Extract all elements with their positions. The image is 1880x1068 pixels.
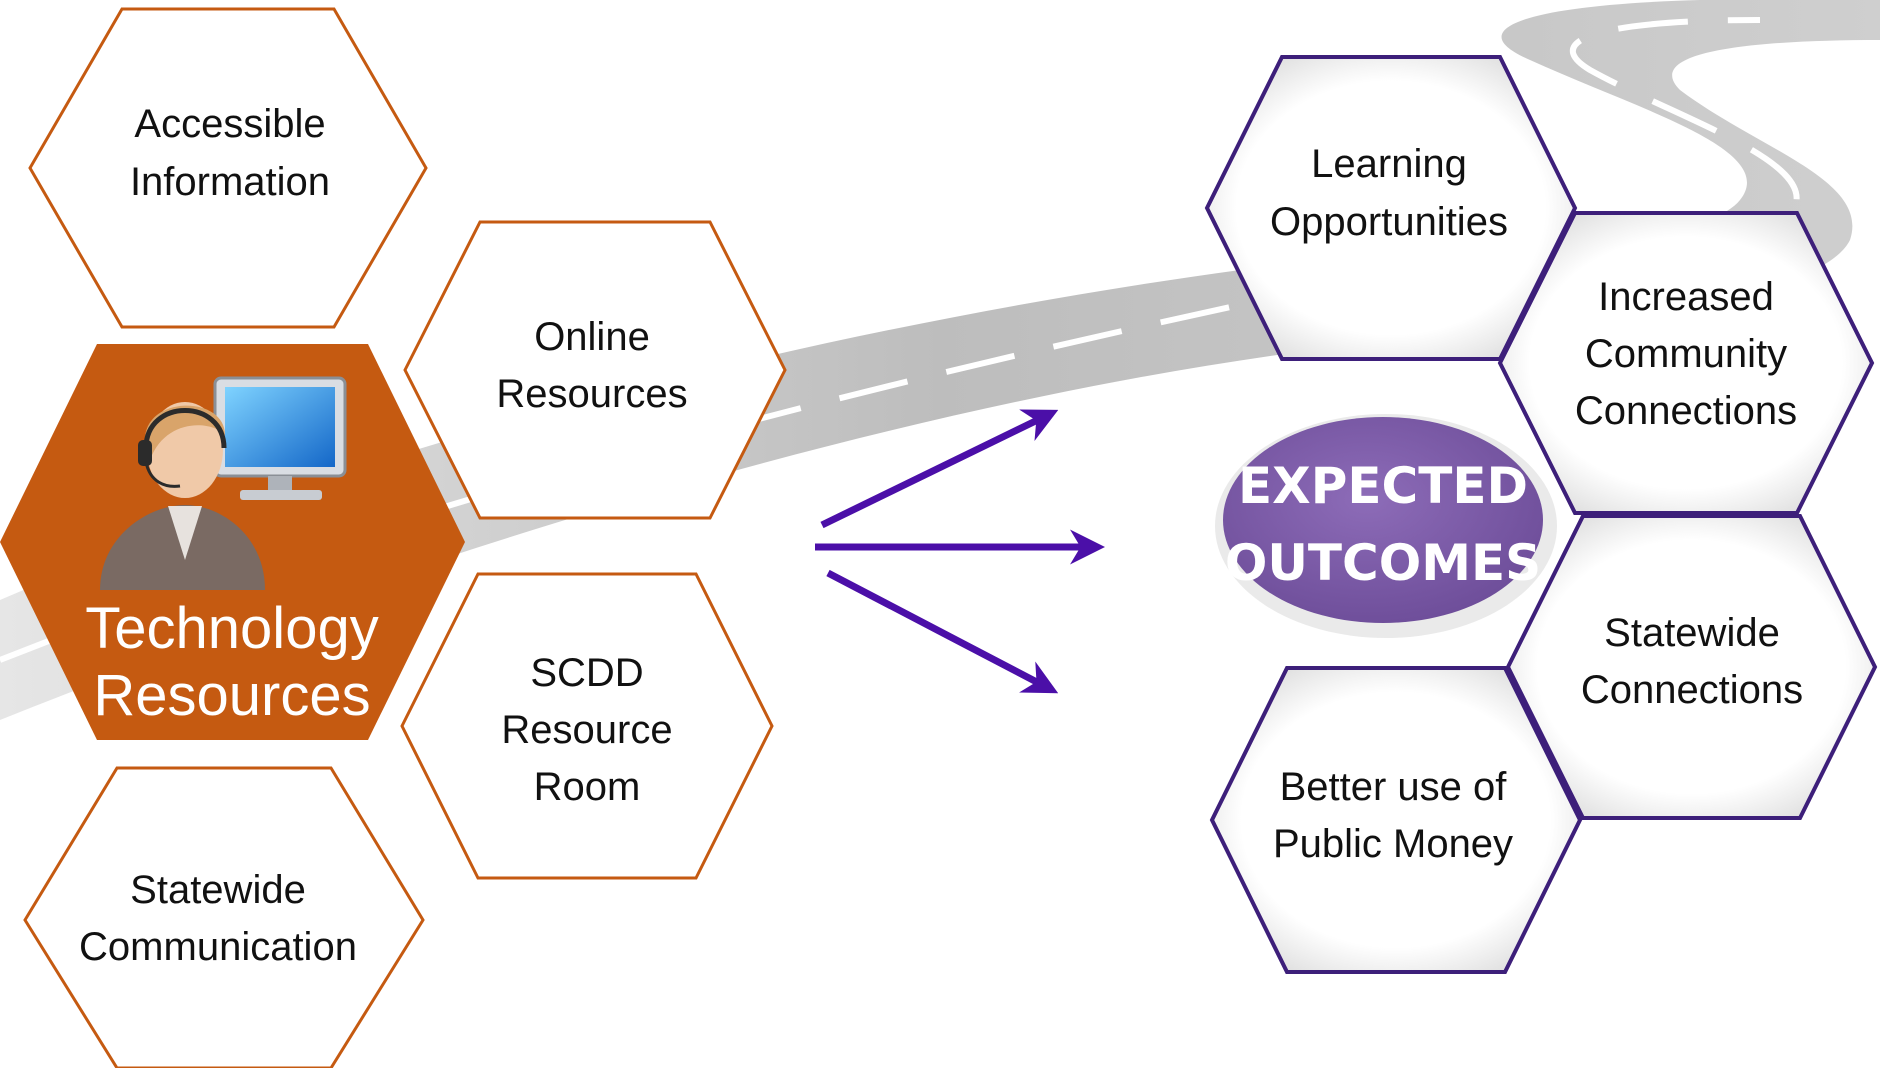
hex-label-line: Room bbox=[534, 765, 641, 809]
road-surface bbox=[0, 0, 1880, 720]
hex-label-line: Online bbox=[534, 315, 650, 359]
left-hex-group: Accessible Information Online Resources … bbox=[0, 7, 787, 1068]
badge-label-line: EXPECTED bbox=[1238, 457, 1528, 515]
hex-label-line: Resource bbox=[501, 708, 672, 752]
hex-better-use-of-public-money bbox=[1209, 666, 1583, 974]
hex-label-line: Accessible bbox=[134, 102, 325, 146]
hex-scdd-resource-room bbox=[400, 572, 774, 880]
hex-increased-community-connections bbox=[1497, 211, 1875, 515]
hex-accessible-information bbox=[28, 7, 428, 329]
center-title-line: Resources bbox=[93, 663, 370, 728]
hex-learning-opportunities bbox=[1204, 55, 1578, 361]
hex-label-line: Increased bbox=[1598, 275, 1774, 319]
hex-label-line: Opportunities bbox=[1270, 200, 1508, 244]
badge-label-line: OUTCOMES bbox=[1225, 534, 1541, 592]
hex-online-resources bbox=[403, 220, 787, 520]
hex-label-line: Communication bbox=[79, 925, 357, 969]
hex-label-line: Learning bbox=[1311, 142, 1467, 186]
hex-label-line: Connections bbox=[1581, 668, 1803, 712]
hex-label-line: Community bbox=[1585, 332, 1787, 376]
hex-label-line: Resources bbox=[496, 372, 687, 416]
hex-label-line: SCDD bbox=[530, 651, 643, 695]
hex-label-line: Public Money bbox=[1273, 822, 1513, 866]
support-agent-icon bbox=[100, 376, 347, 590]
center-title-line: Technology bbox=[85, 596, 378, 661]
hex-statewide-communication bbox=[23, 766, 425, 1068]
hex-label-line: Statewide bbox=[130, 868, 306, 912]
arrow-down bbox=[826, 569, 1059, 694]
arrow-up bbox=[820, 409, 1059, 529]
arrow-group bbox=[815, 409, 1105, 694]
hex-label-line: Connections bbox=[1575, 389, 1797, 433]
hex-label-line: Statewide bbox=[1604, 611, 1780, 655]
right-hex-group: Learning Opportunities Increased Communi… bbox=[1204, 55, 1878, 974]
expected-outcomes-badge: EXPECTED OUTCOMES bbox=[1215, 414, 1557, 638]
hex-statewide-connections bbox=[1505, 514, 1878, 820]
hex-label-line: Information bbox=[130, 160, 330, 204]
hex-label-line: Better use of bbox=[1280, 765, 1508, 809]
